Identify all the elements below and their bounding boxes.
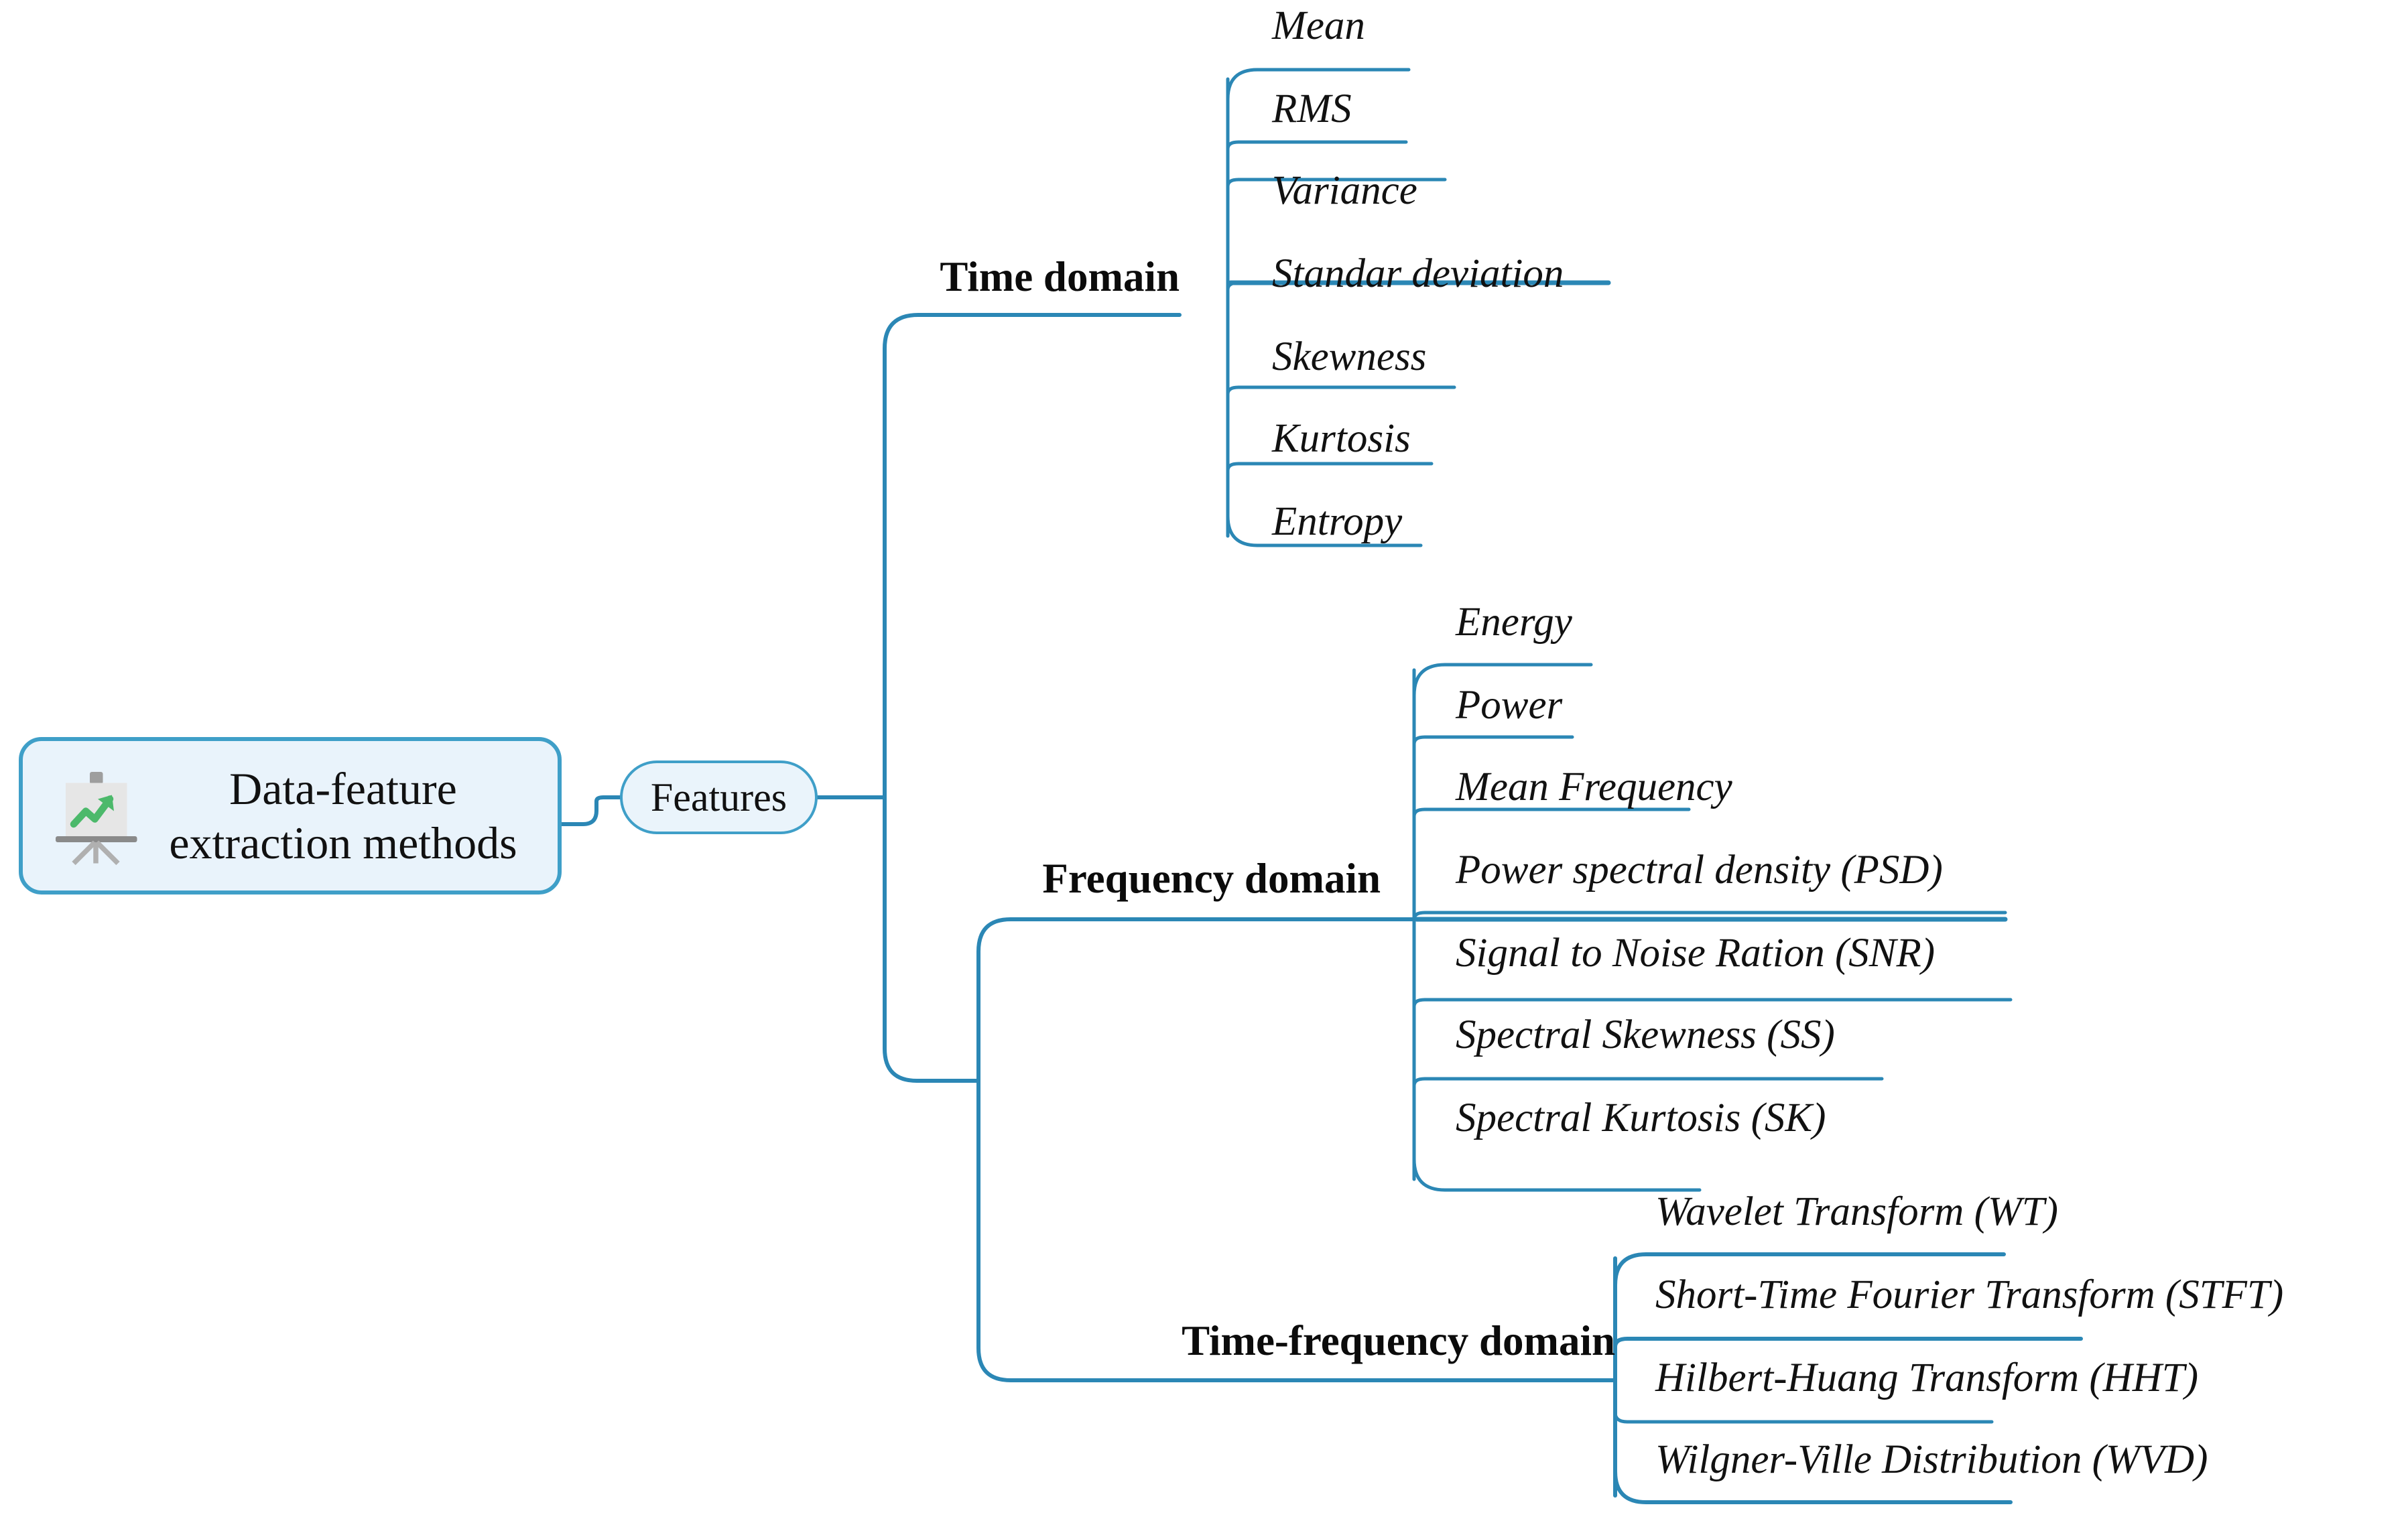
root-node[interactable]: Data-feature extraction methods <box>19 737 562 895</box>
leaf-freq-psd[interactable]: Power spectral density (PSD) <box>1456 848 1943 892</box>
leaf-tf-wvd[interactable]: Wilgner-Ville Distribution (WVD) <box>1655 1437 2208 1482</box>
leaf-time-variance[interactable]: Variance <box>1272 168 1417 213</box>
leaf-freq-mean-frequency[interactable]: Mean Frequency <box>1456 765 1732 809</box>
leaf-time-kurtosis[interactable]: Kurtosis <box>1272 416 1411 461</box>
leaf-tf-wavelet-transform[interactable]: Wavelet Transform (WT) <box>1655 1189 2058 1234</box>
leaf-time-standar-deviation[interactable]: Standar deviation <box>1272 251 1564 296</box>
leaf-tf-stft[interactable]: Short-Time Fourier Transform (STFT) <box>1655 1272 2284 1317</box>
leaf-freq-snr[interactable]: Signal to Noise Ration (SNR) <box>1456 931 1936 976</box>
leaf-freq-spectral-kurtosis[interactable]: Spectral Kurtosis (SK) <box>1456 1096 1826 1140</box>
leaf-freq-spectral-skewness[interactable]: Spectral Skewness (SS) <box>1456 1012 1835 1057</box>
features-label: Features <box>650 775 787 819</box>
leaf-freq-power[interactable]: Power <box>1456 683 1563 728</box>
branch-label-time-frequency-domain[interactable]: Time-frequency domain <box>1182 1317 1615 1364</box>
leaf-time-entropy[interactable]: Entropy <box>1272 499 1403 544</box>
branch-label-time-domain[interactable]: Time domain <box>940 253 1180 300</box>
leaf-freq-energy[interactable]: Energy <box>1456 600 1572 645</box>
leaf-time-skewness[interactable]: Skewness <box>1272 334 1427 379</box>
leaf-time-rms[interactable]: RMS <box>1272 86 1352 131</box>
leaf-time-mean[interactable]: Mean <box>1272 3 1365 48</box>
presentation-chart-icon <box>46 766 146 866</box>
branch-label-frequency-domain[interactable]: Frequency domain <box>1042 855 1381 902</box>
root-label: Data-feature extraction methods <box>169 763 517 868</box>
features-node[interactable]: Features <box>620 760 818 834</box>
leaf-tf-hht[interactable]: Hilbert-Huang Transform (HHT) <box>1655 1355 2199 1400</box>
